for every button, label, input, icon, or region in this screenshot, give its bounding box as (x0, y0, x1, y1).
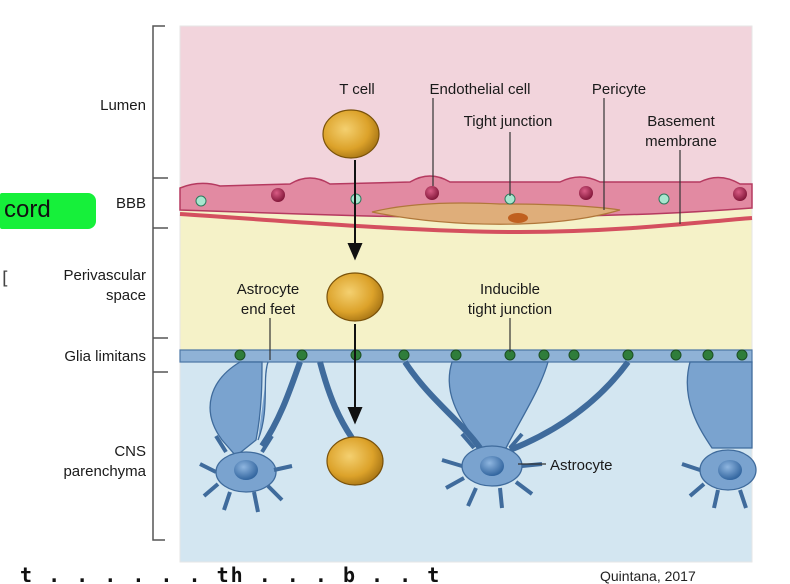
label-basement-2: membrane (645, 133, 717, 150)
highlighted-annotation: cord (0, 193, 96, 229)
endothelial-nucleus (733, 187, 747, 201)
astrocyte-nucleus (718, 460, 742, 480)
label-astrocyte-feet-2: end feet (241, 301, 296, 318)
label-astrocyte: Astrocyte (550, 457, 613, 474)
endothelial-nucleus (271, 188, 285, 202)
label-tight-junction: Tight junction (464, 113, 553, 130)
citation: Quintana, 2017 (600, 568, 696, 584)
astrocyte-nucleus (480, 456, 504, 476)
pericyte (371, 202, 621, 225)
label-astrocyte-feet-1: Astrocyte (237, 281, 300, 298)
handwritten-bracket: [ (2, 268, 10, 289)
label-perivascular-1: Perivascular (63, 267, 146, 284)
label-perivascular-2: space (106, 287, 146, 304)
label-endothelial-cell: Endothelial cell (430, 81, 531, 98)
inducible-junction-dots (234, 349, 748, 361)
label-lumen: Lumen (100, 97, 146, 114)
label-cns-1: CNS (114, 443, 146, 460)
tight-junction-dot (195, 195, 207, 207)
region-brackets (152, 25, 168, 541)
cutoff-text-line: t . . . . . . th . . . b . . t . th (20, 566, 440, 584)
endothelial-nucleus (579, 186, 593, 200)
endothelial-nucleus (425, 186, 439, 200)
diagram-frame (179, 25, 753, 563)
t-cell-lumen (322, 109, 380, 159)
label-pericyte: Pericyte (592, 81, 646, 98)
t-cell-parenchyma (326, 436, 384, 486)
astrocyte-nucleus (234, 460, 258, 480)
migration-arrow (347, 160, 363, 425)
label-inducible-2: tight junction (468, 301, 552, 318)
label-basement-1: Basement (647, 113, 715, 130)
lumen-region (180, 26, 752, 186)
pericyte-nucleus (508, 213, 528, 223)
glia-limitans-membrane (179, 349, 753, 363)
leader-lines (269, 98, 681, 465)
t-cell-perivascular (326, 272, 384, 322)
tight-junction-dot (658, 193, 670, 205)
label-t-cell: T cell (339, 81, 375, 98)
label-cns-2: parenchyma (63, 463, 146, 480)
basement-membrane (179, 212, 753, 235)
label-bbb: BBB (116, 195, 146, 212)
label-glia-limitans: Glia limitans (64, 348, 146, 365)
label-inducible-1: Inducible (480, 281, 540, 298)
